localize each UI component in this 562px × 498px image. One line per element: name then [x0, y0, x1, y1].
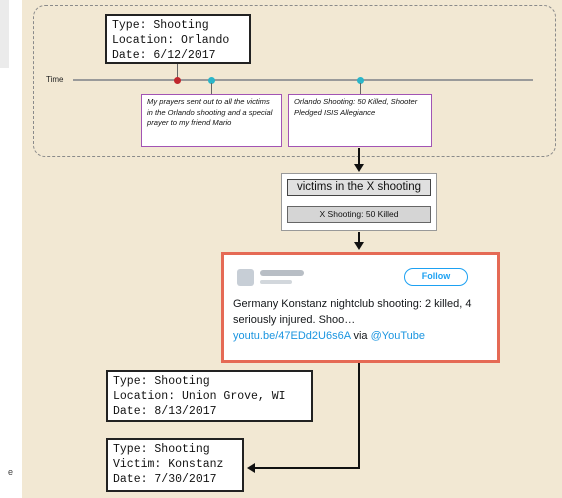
arrow-head	[354, 164, 364, 172]
arrow-head-left	[247, 463, 255, 473]
tweet-text: Germany Konstanz nightclub shooting: 2 k…	[233, 296, 498, 344]
query-generation-box: victims in the X shooting X Shooting: 50…	[281, 173, 437, 231]
arrow-to-result	[358, 232, 360, 242]
event-stem	[177, 64, 178, 80]
tweet-via: via	[353, 330, 368, 342]
event-type: Type: Shooting	[113, 443, 210, 456]
tweet-dot-1	[208, 77, 215, 84]
event-location: Location: Union Grove, WI	[113, 390, 286, 403]
follow-button[interactable]: Follow	[404, 268, 468, 286]
tweet-stem-1	[211, 83, 212, 95]
tweet-stem-2	[360, 83, 361, 95]
arrow-head	[354, 242, 364, 250]
arrow-to-query	[358, 148, 360, 164]
event-location: Location: Orlando	[112, 34, 230, 47]
query-template: victims in the X shooting	[287, 179, 431, 196]
avatar	[237, 269, 254, 286]
blurred-user-name	[260, 270, 304, 276]
query-headline: X Shooting: 50 Killed	[287, 206, 431, 223]
edge-fragment: e	[8, 467, 14, 477]
tweet-link[interactable]: youtu.be/47EDd2U6s6A	[233, 330, 351, 342]
tweet-body: Germany Konstanz nightclub shooting: 2 k…	[233, 298, 472, 326]
event-dot	[174, 77, 181, 84]
retrieved-tweet-card: Follow Germany Konstanz nightclub shooti…	[221, 252, 500, 363]
timeline-axis	[73, 79, 533, 81]
event-type: Type: Shooting	[113, 375, 210, 388]
tweet-dot-2	[357, 77, 364, 84]
event-victim: Victim: Konstanz	[113, 458, 224, 471]
left-gray-strip	[0, 0, 9, 68]
connector-horizontal	[255, 467, 360, 469]
connector-down	[358, 363, 360, 468]
tweet-card-prayers: My prayers sent out to all the victims i…	[141, 94, 282, 147]
timeline-group-border	[33, 5, 556, 157]
tweet-card-headline: Orlando Shooting: 50 Killed, Shooter Ple…	[288, 94, 432, 147]
time-axis-label: Time	[46, 75, 64, 84]
event-date: Date: 7/30/2017	[113, 473, 217, 486]
tweet-mention[interactable]: @YouTube	[370, 330, 426, 342]
event-type: Type: Shooting	[112, 19, 209, 32]
event-date: Date: 6/12/2017	[112, 49, 216, 62]
event-date: Date: 8/13/2017	[113, 405, 217, 418]
blurred-user-handle	[260, 280, 292, 284]
